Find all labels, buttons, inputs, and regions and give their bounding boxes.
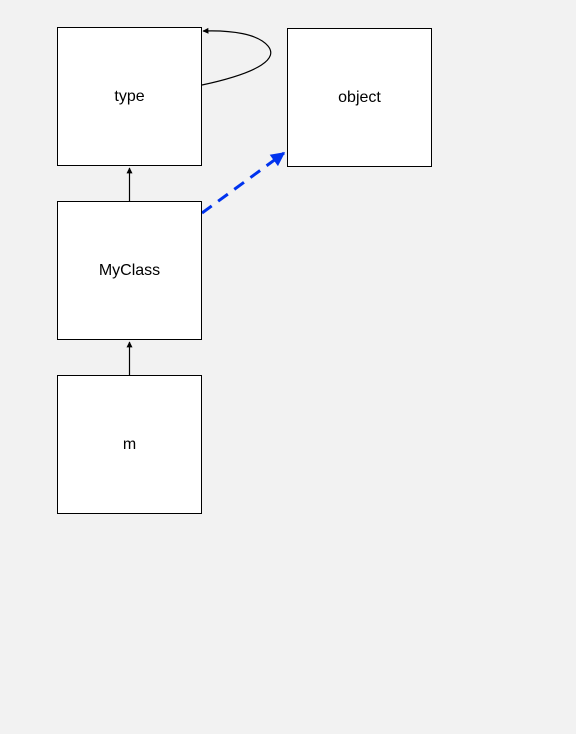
- node-type-label: type: [114, 87, 145, 105]
- node-type: type: [57, 27, 202, 166]
- node-m: m: [57, 375, 202, 514]
- edge-type-self-loop: [201, 27, 272, 86]
- node-object: object: [287, 28, 432, 167]
- edge-myclass-to-object: [201, 151, 286, 215]
- node-object-label: object: [338, 88, 381, 106]
- node-m-label: m: [122, 435, 137, 453]
- node-myclass: MyClass: [57, 201, 202, 340]
- node-myclass-label: MyClass: [98, 261, 161, 279]
